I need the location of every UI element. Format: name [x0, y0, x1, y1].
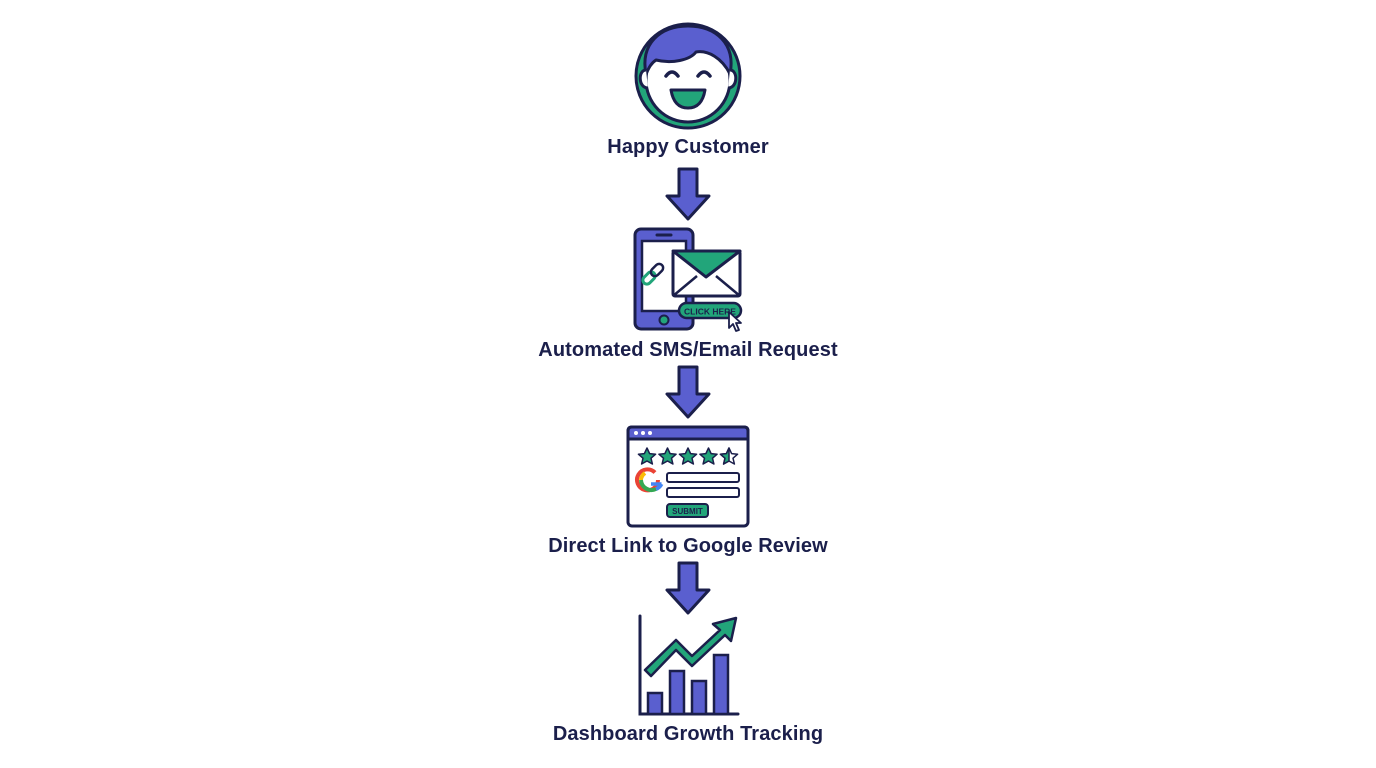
- link-icon: [641, 262, 665, 286]
- google-logo-icon: [635, 467, 664, 493]
- step-google-review: SUBMIT: [0, 422, 1376, 530]
- step-sms-email: CLICK HERE: [0, 224, 1376, 334]
- review-browser-icon: SUBMIT: [626, 425, 750, 528]
- step-growth-tracking: [0, 612, 1376, 720]
- growth-chart-icon: [638, 614, 740, 716]
- submit-text: SUBMIT: [672, 507, 703, 516]
- happy-face-icon: [634, 22, 742, 130]
- submit-button: [666, 503, 709, 518]
- click-here-button: [677, 301, 743, 320]
- step-label-happy-customer: Happy Customer: [607, 136, 769, 158]
- step-label-growth-tracking: Dashboard Growth Tracking: [552, 723, 824, 745]
- rating-stars: [637, 447, 739, 465]
- down-arrow-icon: [0, 560, 1376, 618]
- envelope-icon: [671, 249, 742, 298]
- review-field-2: [666, 487, 740, 498]
- phone-email-icon: CLICK HERE: [633, 227, 743, 332]
- step-label-google-review: Direct Link to Google Review: [548, 535, 828, 557]
- down-arrow-icon: [0, 364, 1376, 422]
- cursor-icon: [728, 311, 742, 332]
- review-field-1: [666, 472, 740, 483]
- down-arrow-icon: [0, 166, 1376, 224]
- step-label-sms-email: Automated SMS/Email Request: [538, 339, 838, 361]
- step-happy-customer: [0, 0, 1376, 135]
- click-here-text: CLICK HERE: [684, 307, 736, 317]
